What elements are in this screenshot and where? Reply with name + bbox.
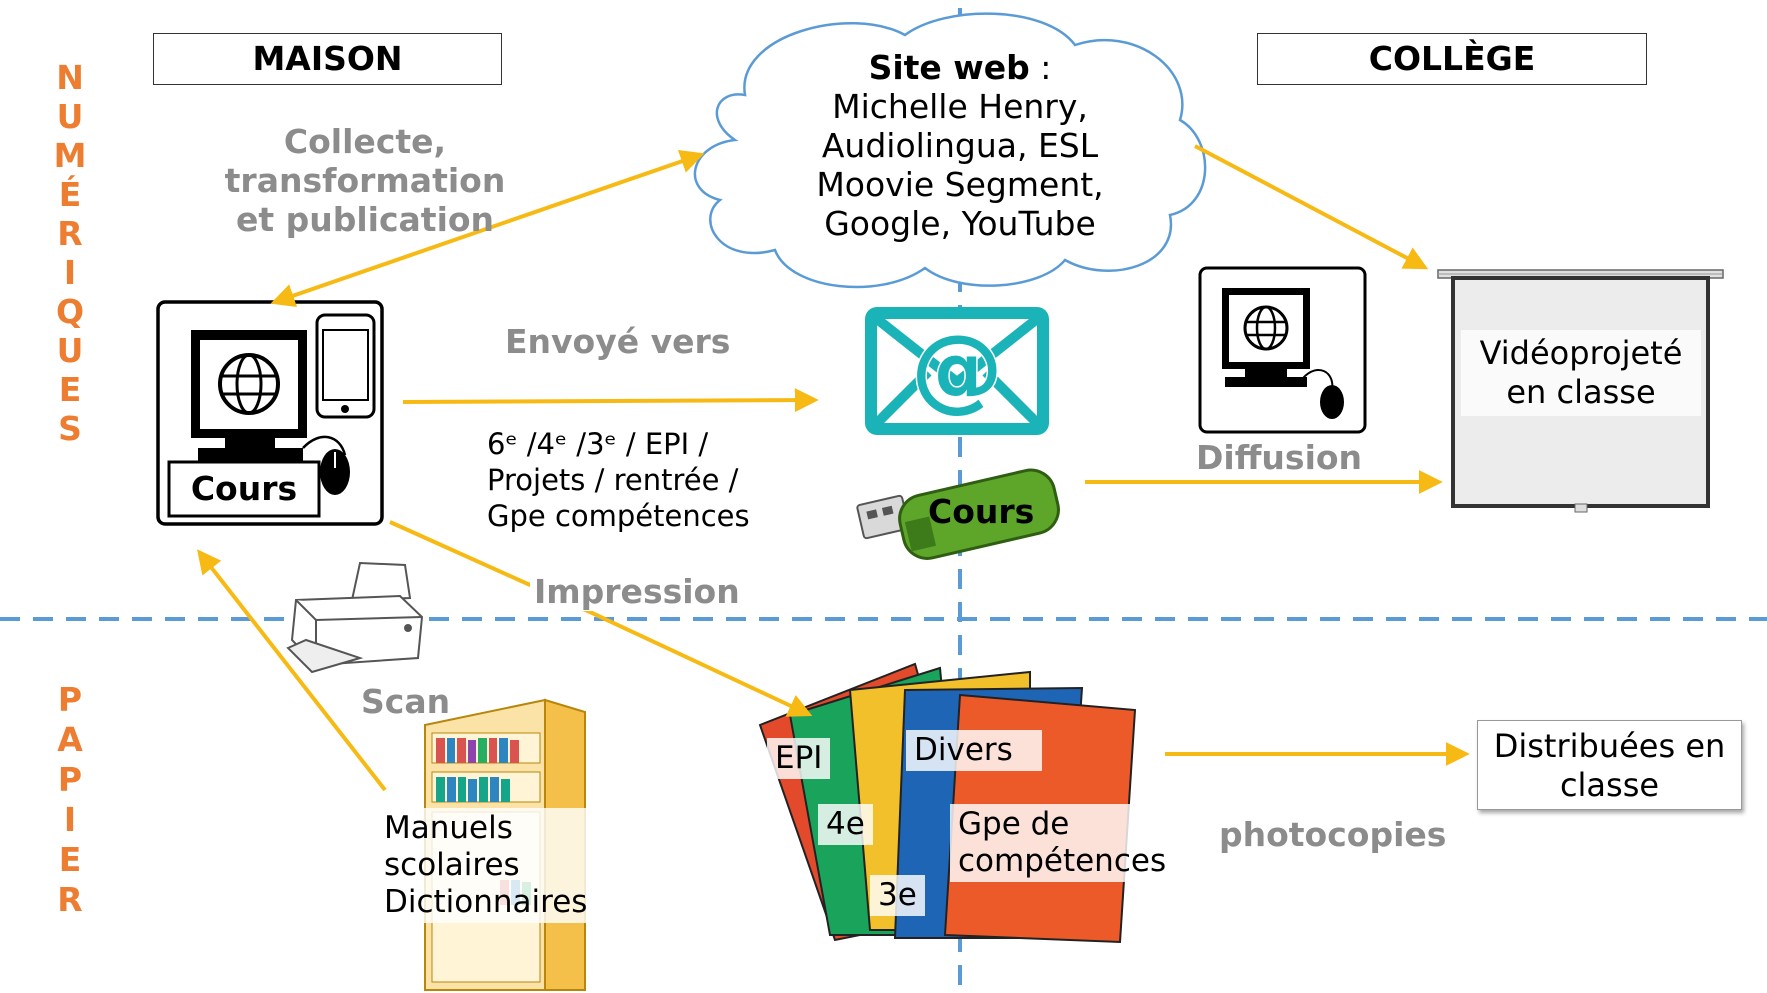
cloud-text: Site web : Michelle Henry, Audiolingua, … [760,48,1160,243]
collecte-line: et publication [235,200,495,239]
cloud-line: Audiolingua, ESL [821,126,1099,165]
levels-line: Projets / rentrée / [487,463,739,497]
collecte-label: Collecte, transformation et publication [205,122,525,239]
folder-epi-label: EPI [767,738,831,779]
numeriques-letter: U [56,97,84,136]
numeriques-letter: U [56,331,84,370]
books-line: scolaires [384,847,520,883]
papier-letter: I [63,800,77,839]
books-label: Manuels scolaires Dictionnaires [378,808,594,923]
folder-divers-label: Divers [906,730,1042,771]
collecte-line: Collecte, [283,122,447,161]
numeriques-letter: M [53,136,87,175]
numeriques-letter: I [63,253,77,292]
folder-3e-label: 3e [870,875,925,916]
levels-text: 6ᵉ /4ᵉ /3ᵉ / EPI / Projets / rentrée / G… [487,426,750,534]
cloud-title: Site web [868,48,1030,87]
cloud-shape [693,12,1207,289]
numeriques-letter: É [58,175,82,214]
arrow-card-folders [389,520,813,717]
numeriques-letter: N [56,58,84,97]
cours-card-label: Cours [190,469,298,508]
folder-gpe-line: Gpe de [958,806,1070,842]
diffusion-computer-icon [1198,266,1367,434]
college-header: COLLÈGE [1257,33,1647,85]
scan-label: Scan [361,682,451,721]
books-line: Dictionnaires [384,884,588,920]
cloud-title-line: Site web : [760,48,1160,87]
photocopies-label: photocopies [1219,815,1447,854]
cloud-colon: : [1029,48,1052,87]
distributed-line: classe [1559,766,1660,804]
computer-card-icon [156,300,384,526]
cloud-line: Moovie Segment, [816,165,1104,204]
numeriques-letter: Q [55,292,85,331]
numeriques-letter: S [58,409,82,448]
envoye-label: Envoyé vers [505,322,731,361]
arrow-card-email [402,388,819,413]
numeriques-letter: R [57,214,83,253]
arrows [197,144,1470,792]
folder-4e-label: 4e [818,804,873,845]
levels-line: 6ᵉ /4ᵉ /3ᵉ / EPI / [487,427,709,461]
cloud-line: Michelle Henry, [832,87,1088,126]
maison-header: MAISON [153,33,502,85]
papier-letter: E [58,840,82,879]
distributed-box: Distribuées en classe [1477,720,1742,810]
arrow-card-cloud [270,149,705,308]
levels-line: Gpe compétences [487,499,750,533]
folder-gpe-label: Gpe de compétences [950,804,1167,882]
cloud-line: Google, YouTube [824,204,1096,243]
svg-text:@: @ [911,315,1003,422]
diffusion-label: Diffusion [1196,438,1363,477]
arrow-books-card [197,549,387,792]
books-line: Manuels [384,810,513,846]
distributed-line: Distribuées en [1493,727,1726,765]
papier-letter: P [57,760,83,799]
numeriques-letter: E [58,370,82,409]
folder-gpe-line: compétences [958,843,1167,879]
email-icon: @ [865,307,1049,435]
folders-icon [758,662,1137,944]
collecte-line: transformation [224,161,506,200]
papier-letter: R [57,880,83,919]
screen-label: Vidéoprojeté en classe [1461,330,1701,416]
screen-line: en classe [1506,373,1656,411]
usb-label: Cours [928,492,1035,531]
arrow-cloud-screen [1194,144,1429,270]
papier-letter: P [57,680,83,719]
screen-line: Vidéoprojeté [1479,334,1683,372]
usb-key-icon [856,468,1060,560]
printer-icon [286,561,424,674]
impression-label: Impression [530,572,744,611]
papier-letter: A [57,720,83,759]
